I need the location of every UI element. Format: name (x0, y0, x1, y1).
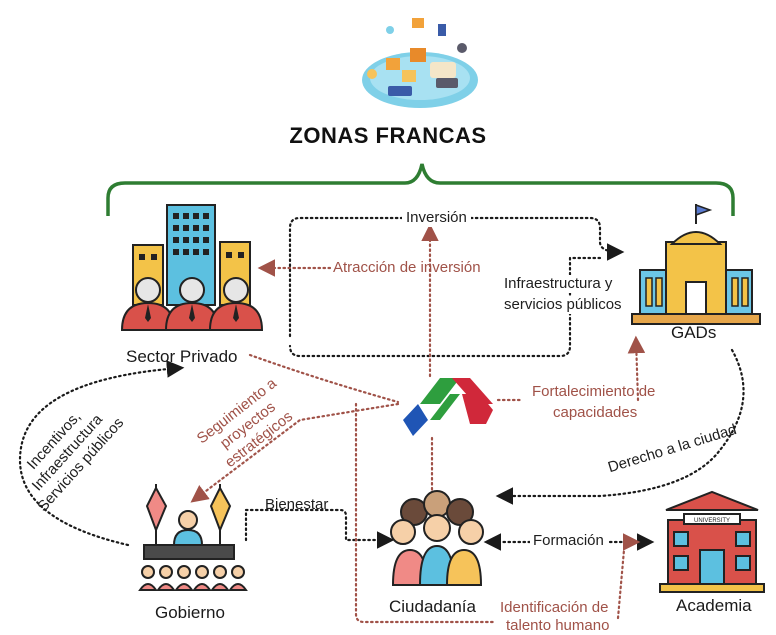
infraestructura-label-1: Infraestructura y (504, 275, 613, 293)
fortalecimiento-label-1: Fortalecimiento de (532, 383, 656, 400)
fortalecimiento-label-2: capacidades (553, 404, 638, 421)
gobierno-label: Gobierno (155, 603, 225, 622)
arrow-inversion (288, 216, 625, 338)
formacion-label: Formación (530, 532, 607, 550)
ciudadania-icon (390, 490, 484, 586)
diagram-title: ZONAS FRANCAS (289, 123, 487, 148)
academia-label: Academia (676, 596, 752, 615)
arrow-derecho (495, 348, 745, 505)
infraestructura-label-2: servicios públicos (504, 296, 622, 314)
ciudadania-label: Ciudadanía (389, 597, 476, 616)
sector-privado-icon (120, 204, 264, 331)
arrow-identificacion (354, 402, 636, 624)
center-logo-icon (403, 378, 493, 436)
university-sign: UNIVERSITY (694, 518, 730, 524)
identificacion-label-2: talento humano (506, 617, 610, 634)
arrow-seguimiento (190, 402, 400, 503)
academia-icon (659, 490, 765, 593)
arrow-bienestar (244, 508, 395, 549)
inversion-label: Inversión (402, 209, 471, 227)
gads-label: GADs (671, 323, 717, 342)
zona-franca-bracket (106, 163, 735, 216)
arrow-privado-logo (248, 353, 400, 404)
bienestar-label: Bienestar (265, 496, 329, 513)
sector-privado-label: Sector Privado (126, 347, 238, 366)
gobierno-icon (138, 484, 248, 591)
identificacion-label-1: Identificación de (500, 599, 609, 616)
arrow-infraestructura (288, 256, 572, 358)
atraccion-label: Atracción de inversión (333, 259, 481, 276)
gads-icon (631, 203, 761, 325)
logistics-illustration-icon (362, 18, 478, 108)
arrow-fortalecimiento (496, 340, 638, 402)
arrow-incentivos (18, 360, 185, 547)
